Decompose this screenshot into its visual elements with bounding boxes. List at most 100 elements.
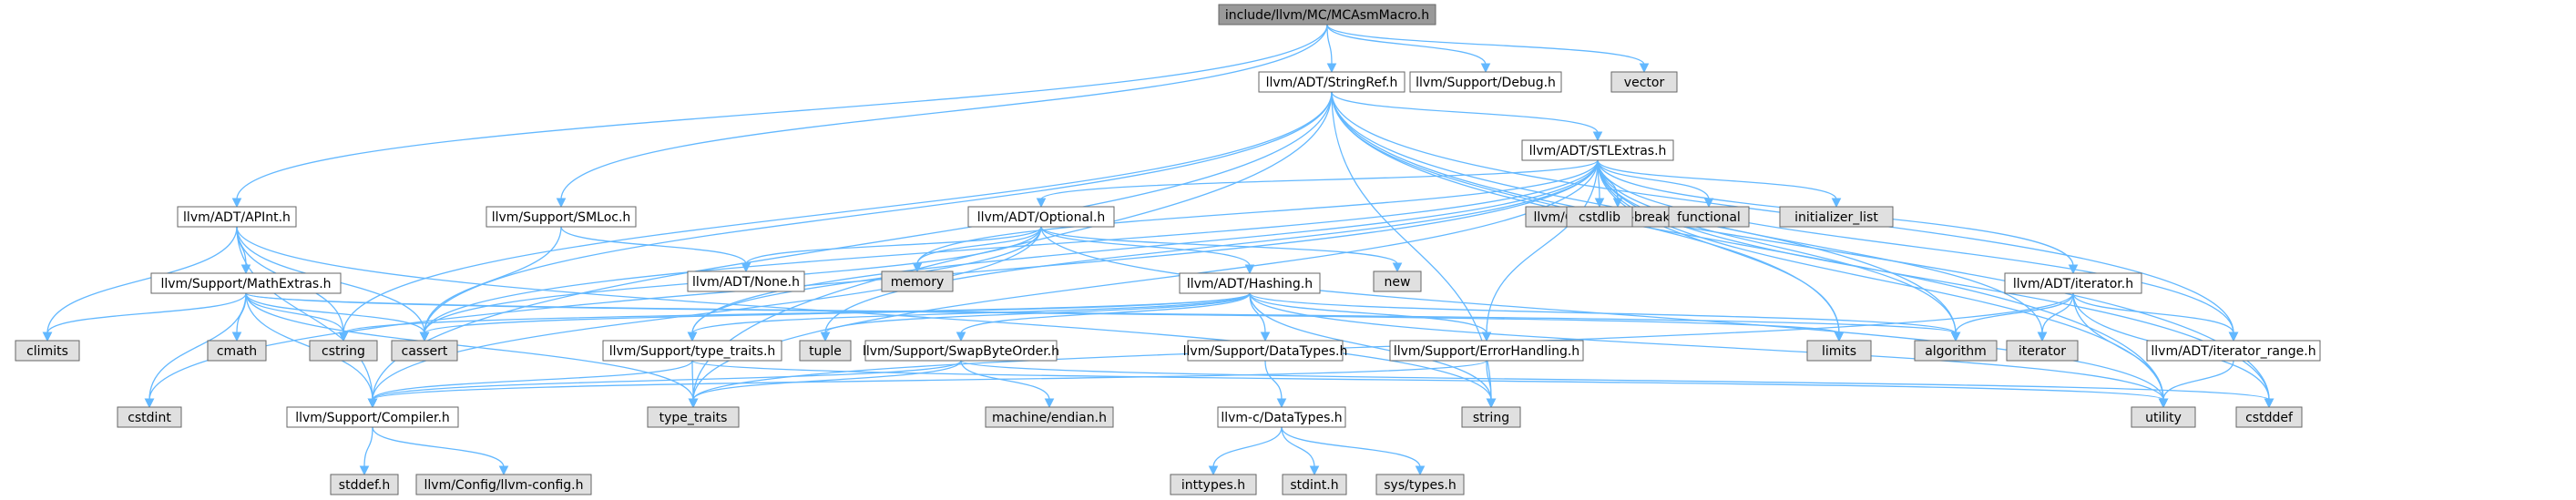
node-label: utility: [2145, 411, 2182, 425]
node-smloc[interactable]: llvm/Support/SMLoc.h: [486, 206, 637, 228]
edge-stlextras-to-errorhandling: [1481, 159, 1599, 342]
edge-line: [692, 159, 1599, 401]
node-box: [1375, 474, 1465, 495]
node-iterrange[interactable]: llvm/ADT/iterator_range.h: [2146, 340, 2321, 362]
node-errorhandling[interactable]: llvm/Support/ErrorHandling.h: [1389, 340, 1584, 362]
node-label: llvm/Config/llvm-config.h: [424, 478, 584, 493]
node-utility: utility: [2131, 406, 2196, 428]
node-box: [1217, 406, 1346, 428]
edge-arrowhead: [2228, 332, 2239, 342]
edge-arrowhead: [688, 398, 699, 409]
edge-line: [1212, 426, 1283, 468]
node-cdatatypes[interactable]: llvm-c/DataTypes.h: [1217, 406, 1346, 428]
edge-line: [960, 360, 2270, 401]
edge-iterrange-to-utility: [2158, 360, 2234, 409]
node-label: include/llvm/MC/MCAsmMacro.h: [1225, 8, 1429, 23]
edge-arrowhead: [1486, 398, 1497, 409]
node-typetraitsh[interactable]: llvm/Support/type_traits.h: [602, 340, 782, 362]
edge-errorhandling-to-compiler: [367, 360, 1487, 409]
edge-line: [824, 292, 1251, 334]
node-box: [2006, 340, 2079, 362]
node-label: tuple: [809, 344, 842, 359]
node-label: climits: [26, 344, 68, 359]
node-swapbyte[interactable]: llvm/Support/SwapByteOrder.h: [863, 340, 1059, 362]
node-label: initializer_list: [1794, 210, 1878, 225]
node-box: [967, 206, 1115, 228]
node-optional[interactable]: llvm/ADT/Optional.h: [967, 206, 1115, 228]
edge-arrowhead: [1594, 198, 1605, 209]
node-compiler[interactable]: llvm/Support/Compiler.h: [286, 406, 459, 428]
node-mathextras[interactable]: llvm/Support/MathExtras.h: [150, 272, 342, 294]
node-box: [1668, 206, 1750, 228]
edge-hashing-to-errorhandling: [1249, 292, 1492, 342]
node-box: [1170, 474, 1257, 495]
edge-arrowhead: [42, 332, 53, 342]
node-datatypes[interactable]: llvm/Support/DataTypes.h: [1183, 340, 1348, 362]
edge-line: [960, 292, 1251, 334]
node-box: [415, 474, 592, 495]
edge-line: [245, 292, 425, 334]
node-stringref[interactable]: llvm/ADT/StringRef.h: [1258, 71, 1406, 93]
edge-line: [148, 292, 247, 401]
node-label: llvm/ADT/StringRef.h: [1266, 76, 1398, 90]
edge-stringref-to-stlextras: [1331, 91, 1603, 142]
node-debug[interactable]: llvm/Support/Debug.h: [1409, 71, 1562, 93]
edge-arrowhead: [419, 332, 430, 342]
node-box: [2235, 406, 2303, 428]
node-label: vector: [1624, 76, 1665, 90]
edge-arrowhead: [1036, 198, 1047, 209]
node-box: [1566, 206, 1633, 228]
node-box: [1373, 270, 1422, 292]
node-stlextras[interactable]: llvm/ADT/STLExtras.h: [1521, 139, 1674, 161]
node-box: [1218, 4, 1436, 26]
node-box: [985, 406, 1114, 428]
node-box: [864, 340, 1058, 362]
node-box: [1806, 340, 1872, 362]
edge-line: [1331, 91, 2270, 401]
node-iteratorh[interactable]: llvm/ADT/iterator.h: [2004, 272, 2142, 294]
edge-hashing-to-cstring: [338, 292, 1251, 342]
edge-arrowhead: [367, 398, 378, 409]
edge-line: [2041, 292, 2074, 334]
edge-arrowhead: [1244, 264, 1255, 275]
node-box: [1282, 474, 1347, 495]
node-label: llvm/Support/MathExtras.h: [160, 277, 331, 291]
node-box: [1258, 71, 1406, 93]
node-box: [309, 340, 378, 362]
node-box: [1779, 206, 1894, 228]
node-box: [1914, 340, 1998, 362]
edge-line: [245, 292, 344, 334]
edge-line: [1597, 159, 2043, 334]
edge-line: [692, 292, 2074, 401]
edge-datatypes-to-cdatatypes: [1264, 360, 1287, 409]
edge-root-to-vector: [1326, 24, 1650, 74]
node-new: new: [1373, 270, 1422, 292]
node-box: [1389, 340, 1584, 362]
edge-line: [236, 24, 1328, 200]
node-label: limits: [1822, 344, 1856, 359]
edge-arrowhead: [231, 332, 242, 342]
edge-line: [1249, 292, 1487, 334]
node-hashing[interactable]: llvm/ADT/Hashing.h: [1179, 272, 1321, 294]
edge-stlextras-to-initlist: [1597, 159, 1842, 209]
node-initlist: initializer_list: [1779, 206, 1894, 228]
node-none[interactable]: llvm/ADT/None.h: [687, 270, 805, 292]
edge-cdatatypes-to-systypes: [1281, 426, 1426, 476]
node-cassert: cassert: [391, 340, 458, 362]
edge-iteratorh-to-iterrange: [2072, 292, 2239, 342]
node-label: iterator: [2019, 344, 2066, 359]
node-stddef: stddef.h: [330, 474, 399, 495]
node-apint[interactable]: llvm/ADT/APInt.h: [177, 206, 297, 228]
node-label: llvm/Support/DataTypes.h: [1183, 344, 1348, 359]
edge-line: [692, 360, 962, 401]
node-box: [799, 340, 852, 362]
node-label: llvm/ADT/STLExtras.h: [1529, 144, 1667, 158]
edge-line: [363, 426, 373, 468]
node-label: type_traits: [659, 411, 728, 425]
node-label: llvm-c/DataTypes.h: [1221, 411, 1342, 425]
edge-line: [1040, 159, 1599, 200]
node-label: llvm/ADT/Hashing.h: [1187, 277, 1313, 291]
node-iterator: iterator: [2006, 340, 2079, 362]
node-box: [1179, 272, 1321, 294]
nodes-layer: include/llvm/MC/MCAsmMacro.h llvm/ADT/Str…: [15, 4, 2321, 495]
